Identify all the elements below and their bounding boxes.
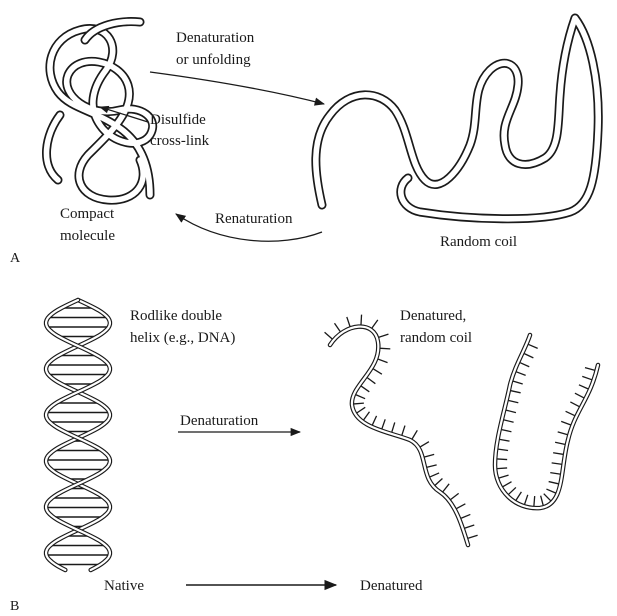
panel-b: Rodlike double helix (e.g., DNA) Denatur… [10, 300, 598, 614]
base-tick [427, 465, 437, 467]
base-tick [509, 487, 516, 494]
base-tick [451, 493, 459, 499]
strand-b-bases [497, 344, 594, 506]
denaturation-label-line1: Denaturation [176, 30, 255, 46]
denaturation-arrow [150, 72, 324, 104]
base-tick [380, 348, 390, 349]
base-tick [499, 475, 509, 478]
base-tick [566, 411, 575, 415]
base-tick [520, 363, 529, 367]
base-tick [382, 419, 385, 428]
denatured-strands-illustration [325, 315, 598, 545]
base-tick [356, 395, 365, 399]
base-tick [468, 535, 478, 538]
base-tick [412, 430, 417, 439]
base-tick [575, 393, 584, 398]
denatured-label: Denatured [360, 578, 423, 594]
base-tick [579, 385, 588, 389]
base-tick [558, 432, 568, 435]
base-tick [513, 381, 523, 384]
base-tick [555, 442, 565, 444]
compact-molecule-illustration [46, 22, 152, 201]
helix-strand-2 [46, 300, 110, 570]
base-tick [509, 400, 519, 402]
base-tick [364, 412, 370, 420]
base-tick [378, 359, 387, 362]
helix-label-line1: Rodlike double [130, 308, 222, 324]
base-tick [497, 468, 507, 469]
base-tick [528, 344, 537, 348]
base-tick [325, 332, 333, 339]
base-tick [347, 317, 350, 326]
base-tick [497, 459, 507, 460]
native-label: Native [104, 578, 144, 594]
double-helix-illustration [46, 300, 110, 570]
base-tick [524, 354, 533, 358]
random-coil-label: Random coil [440, 234, 517, 250]
disulfide-label-line1: Disulfide [150, 112, 206, 128]
disulfide-label-line2: cross-link [150, 133, 210, 149]
base-tick [504, 420, 514, 422]
base-tick [585, 368, 595, 371]
base-tick [465, 525, 474, 528]
compact-label-line1: Compact [60, 206, 115, 222]
base-tick [506, 410, 516, 412]
base-tick [430, 473, 439, 477]
base-tick [500, 439, 510, 441]
base-tick [582, 376, 591, 379]
base-tick [525, 495, 528, 504]
base-tick [379, 334, 389, 337]
base-tick [372, 416, 376, 425]
denatured-coil-label-line2: random coil [400, 330, 472, 346]
base-tick [334, 323, 340, 331]
base-tick [420, 442, 429, 447]
base-tick [361, 386, 369, 392]
base-tick [373, 369, 382, 374]
panel-a: Denaturation or unfolding Disulfide cros… [10, 18, 598, 266]
panel-a-label: A [10, 251, 21, 266]
base-tick [561, 421, 570, 425]
base-tick [425, 454, 435, 457]
base-tick [357, 407, 365, 413]
base-tick [570, 402, 579, 407]
panel-b-label: B [10, 599, 19, 614]
base-tick [461, 514, 470, 518]
strand-a-bases [325, 315, 478, 539]
base-tick [534, 496, 535, 506]
base-tick [516, 372, 525, 376]
base-tick [516, 492, 521, 500]
base-tick [553, 453, 563, 455]
denaturation-b-label: Denaturation [180, 413, 259, 429]
base-tick [541, 496, 544, 506]
base-tick [544, 494, 551, 501]
denaturation-label-line2: or unfolding [176, 52, 251, 68]
base-tick [502, 430, 512, 432]
base-tick [372, 320, 378, 328]
base-tick [354, 403, 364, 404]
base-tick [361, 315, 362, 325]
base-tick [367, 378, 375, 384]
base-tick [503, 482, 512, 487]
base-tick [443, 484, 449, 492]
base-tick [498, 449, 508, 450]
denatured-coil-label-line1: Denatured, [400, 308, 466, 324]
base-tick [392, 422, 395, 432]
helix-label-line2: helix (e.g., DNA) [130, 330, 235, 346]
compact-label-line2: molecule [60, 228, 115, 244]
base-tick [552, 463, 562, 464]
base-tick [546, 489, 555, 493]
random-coil-illustration [316, 18, 598, 219]
renaturation-label: Renaturation [215, 211, 293, 227]
base-tick [435, 478, 442, 485]
base-tick [550, 473, 560, 475]
base-tick [457, 504, 466, 509]
base-tick [402, 426, 405, 436]
base-tick [549, 482, 559, 484]
base-tick [511, 391, 521, 393]
